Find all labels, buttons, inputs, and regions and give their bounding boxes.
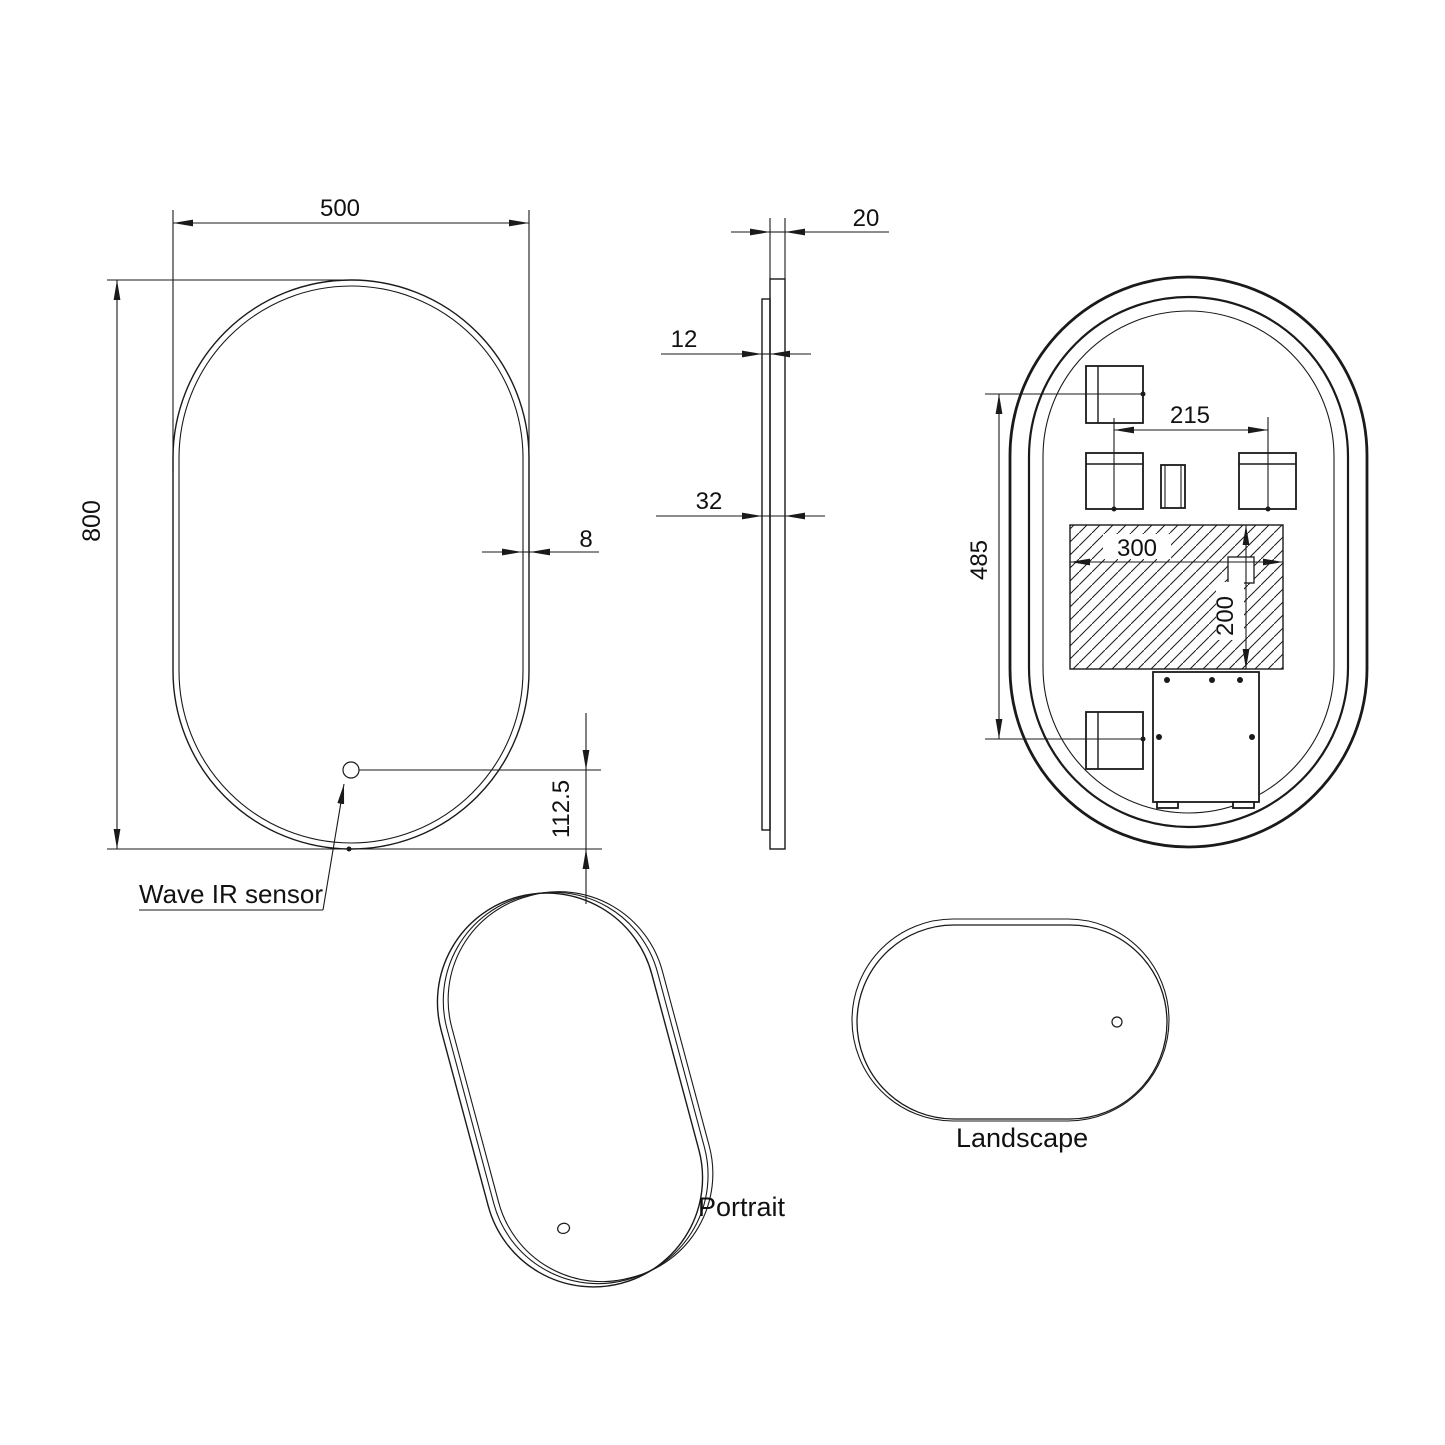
portrait-mid-edge-outline (442, 891, 709, 1285)
landscape-front-face (856, 924, 1168, 1120)
dim-label-width: 500 (320, 195, 360, 222)
tangent-point-dot (346, 846, 352, 852)
landscape-back-edge-outline (851, 918, 1170, 1122)
screw-hole (1209, 677, 1215, 683)
dim-label-height: 800 (78, 500, 106, 542)
side-view: 20 12 32 (656, 205, 889, 850)
junction-box (1152, 671, 1260, 803)
ir-sensor-circle (342, 761, 360, 779)
ref-point-dot (1140, 391, 1146, 397)
junction-box-foot-left (1156, 801, 1179, 809)
hatched-cutout-area (1069, 524, 1284, 670)
dim-label-total: 32 (696, 488, 723, 515)
screw-hole (1164, 677, 1170, 683)
back-outer-outline (1008, 275, 1369, 849)
portrait-view-label: Portrait (698, 1192, 786, 1222)
landscape-sensor-dot (1111, 1016, 1123, 1028)
ref-point-dot (1140, 736, 1146, 742)
portrait-front-face (436, 892, 704, 1288)
screw-hole (1237, 677, 1243, 683)
keyhole-slot (1227, 556, 1255, 584)
portrait-back-edge-outline (447, 891, 714, 1283)
back-view: 300 200 485 (966, 275, 1369, 849)
dim-label-backdepth: 12 (671, 326, 698, 353)
landscape-view: Landscape (851, 918, 1170, 1153)
sensor-callout-label: Wave IR sensor (139, 879, 323, 909)
dim-label-frame: 8 (579, 526, 592, 553)
side-back-box (761, 298, 771, 831)
portrait-view: Portrait (436, 891, 786, 1288)
label-knockout-200 (1216, 582, 1244, 640)
ref-point-dot (1265, 506, 1271, 512)
screw-hole (1156, 734, 1162, 740)
ref-point-dot (1111, 506, 1117, 512)
back-middle-outline (1027, 295, 1350, 829)
back-inner-outline (1042, 310, 1335, 814)
sensor-leader-line (322, 783, 345, 911)
dim-label-sensor-offset: 112.5 (548, 780, 575, 838)
dim-label-cutout-height: 200 (1212, 596, 1239, 636)
dim-label-bracket-span: 485 (966, 540, 993, 580)
dim-label-depth: 20 (853, 205, 880, 232)
portrait-sensor-dot (557, 1222, 571, 1235)
mounting-bracket-bottom-left (1085, 711, 1144, 770)
front-view: 500 800 8 112.5 Wave IR sensor (78, 195, 602, 911)
dim-label-cutout-width: 300 (1117, 535, 1157, 562)
junction-box-foot-right (1232, 801, 1255, 809)
screw-hole (1249, 734, 1255, 740)
label-knockout-300 (1103, 534, 1171, 559)
front-mirror-inner-outline (178, 285, 524, 844)
front-mirror-outer-outline (172, 279, 530, 850)
dim-label-bracket-spacing: 215 (1170, 402, 1210, 429)
landscape-view-label: Landscape (956, 1123, 1088, 1153)
side-mirror-panel (769, 278, 786, 850)
